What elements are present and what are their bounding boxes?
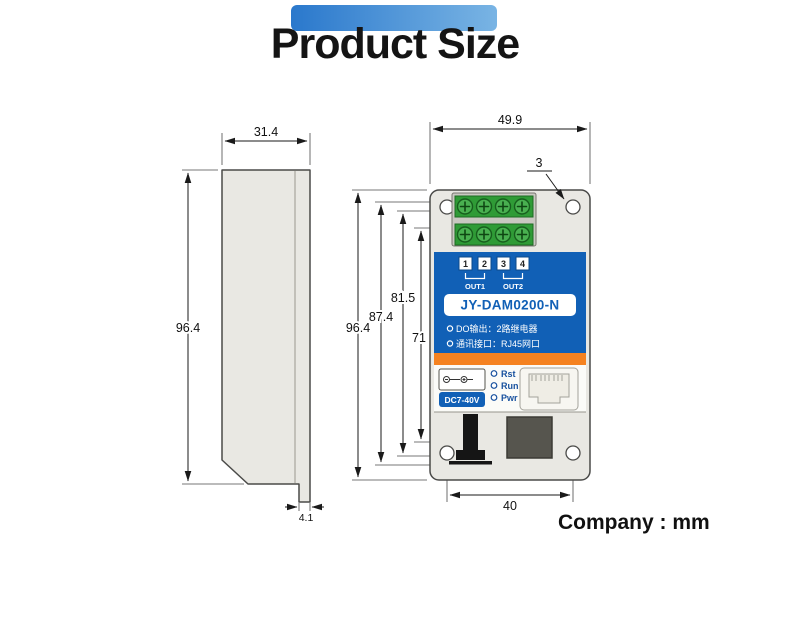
dim-inner-height-c-label: 71 (412, 331, 426, 345)
dim-side-width: 31.4 (221, 123, 311, 165)
terminal-number-2: 2 (482, 259, 487, 269)
dim-inner-height-b: 81.5 (389, 210, 452, 457)
dim-hole-diameter: 3 (527, 154, 565, 200)
dc-jack (449, 414, 492, 465)
spec-line-2: 通讯接口：RJ45网口 (456, 338, 540, 349)
power-polarity-box (438, 368, 486, 391)
dim-side-tab: 4.1 (285, 503, 324, 526)
dim-side-height: 96.4 (174, 169, 244, 485)
dim-side-height-label: 96.4 (176, 321, 200, 335)
out2-label: OUT2 (503, 282, 523, 291)
accent-stripe (434, 353, 586, 365)
dim-inner-height-c: 71 (410, 227, 452, 443)
units-note: Company : mm (558, 511, 710, 534)
terminal-screws (456, 198, 531, 243)
dim-inner-height-b-label: 81.5 (391, 291, 415, 305)
dim-front-width-label: 49.9 (498, 113, 522, 127)
model-badge (444, 294, 576, 316)
terminal-row-2 (454, 223, 534, 246)
run-label: Run (501, 381, 519, 391)
dim-front-height: 96.4 (344, 189, 427, 481)
terminal-number-4: 4 (520, 259, 525, 269)
run-indicator-icon (490, 382, 498, 389)
front-view: 1 2 3 4 OUT1 OUT2 JY-DAM0200-N DO输出：2路继电… (429, 189, 591, 481)
pwr-label: Pwr (501, 393, 518, 403)
relay-symbol-out1 (464, 273, 486, 280)
dim-side-width-label: 31.4 (254, 125, 278, 139)
terminal-number-boxes: 1 2 3 4 (458, 256, 530, 271)
dim-side-tab-label: 4.1 (299, 512, 314, 524)
side-view-outline (221, 169, 311, 503)
relay-symbol-out2 (502, 273, 524, 280)
dim-inner-height-a: 87.4 (367, 201, 452, 466)
terminal-number-3: 3 (501, 259, 506, 269)
rj45-port-icon (519, 367, 579, 411)
rj45-jack (506, 416, 553, 459)
dim-bottom-width-label: 40 (503, 499, 517, 513)
screw-hole-top-right (565, 199, 581, 215)
dim-front-width: 49.9 (429, 111, 591, 184)
title-accent-bar (291, 5, 497, 31)
spec-line-1: DO输出：2路继电器 (456, 323, 538, 334)
dim-inner-height-a-label: 87.4 (369, 310, 393, 324)
dim-front-height-label: 96.4 (346, 321, 370, 335)
screw-hole-bottom-left (439, 445, 455, 461)
power-polarity-icon (443, 376, 473, 383)
spec-bullet-1 (446, 325, 454, 332)
page-title: Product Size (270, 20, 520, 68)
dim-bottom-width: 40 (446, 462, 574, 515)
dim-hole-diameter-label: 3 (536, 156, 543, 170)
spec-bullet-2 (446, 340, 454, 347)
rst-label: Rst (501, 369, 516, 379)
terminal-row-1 (454, 195, 534, 218)
dc-power-badge (439, 392, 485, 407)
terminal-number-1: 1 (463, 259, 468, 269)
screw-hole-bottom-right (565, 445, 581, 461)
side-view (221, 169, 311, 503)
rst-indicator-icon (490, 370, 498, 377)
model-label: JY-DAM0200-N (461, 298, 560, 313)
pwr-indicator-icon (490, 394, 498, 401)
out1-label: OUT1 (465, 282, 485, 291)
dc-power-label: DC7-40V (445, 395, 480, 405)
